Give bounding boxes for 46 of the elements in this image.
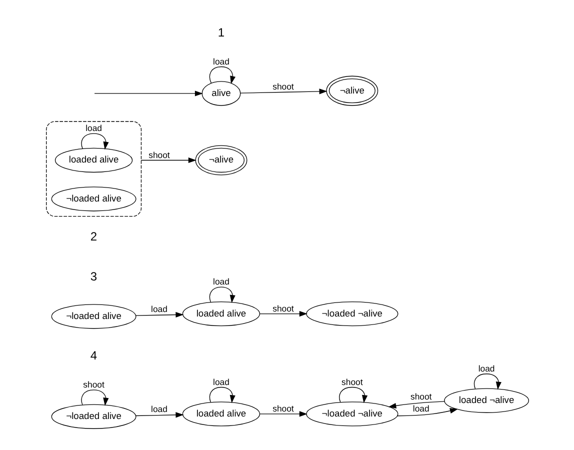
node-ellipse: ¬loaded ¬alive [306,301,398,326]
edge-label: load [150,304,167,314]
arrow [208,286,235,303]
edge-label: shoot [341,376,362,387]
arrow [259,411,307,417]
label: 2 [90,230,97,244]
edge-label: shoot [272,82,294,92]
arrow [338,386,368,404]
label: 3 [90,270,97,284]
node-ellipse: ¬loaded alive [50,404,136,429]
node-ellipse: ¬alive [194,145,247,176]
arrow [396,408,458,416]
node-ellipse: loaded alive [182,402,260,426]
arrow [140,157,196,164]
arrow [240,88,327,94]
edge-label: load [212,376,229,387]
cluster [46,121,142,217]
edge-label: load [412,404,429,414]
edge-label: load [212,276,229,287]
edge-label: shoot [272,404,294,414]
arrow [94,90,202,96]
arrow [259,310,307,317]
edge-label: load [478,363,494,374]
node-ellipse: ¬alive [326,76,378,106]
arrow [80,133,108,150]
edge-label: load [212,56,229,66]
arrow [135,412,184,418]
arrow [208,66,236,84]
arrow [388,401,444,408]
edge-label: shoot [148,150,170,160]
edge-label: load [150,404,167,414]
node-ellipse: ¬loaded alive [50,186,136,212]
edge-label: shoot [82,380,104,390]
arrow [80,390,108,406]
label: 1 [217,25,224,40]
node-ellipse: ¬loaded alive [50,304,136,329]
arrow [208,386,235,404]
edge-label: shoot [272,303,294,314]
node-ellipse: loaded alive [54,148,132,173]
edge-label: load [85,123,102,134]
node-ellipse: alive [201,81,240,106]
node-ellipse: loaded alive [182,301,260,326]
arrow [473,374,501,390]
arrow [135,312,184,318]
edge-label: shoot [410,392,432,402]
label: 4 [90,348,97,362]
